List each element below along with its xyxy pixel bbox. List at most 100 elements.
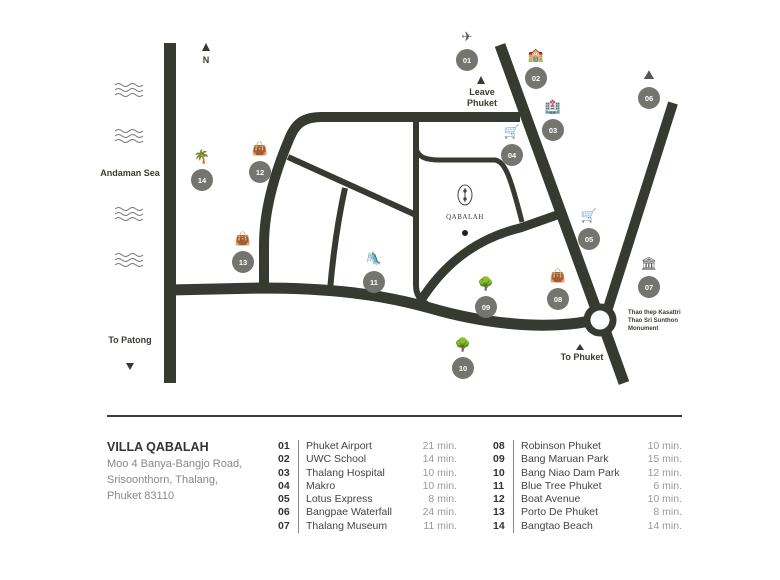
- legend-name: Robinson Phuket: [521, 440, 601, 452]
- road-inner-branch: [327, 187, 348, 291]
- sea-label: Andaman Sea: [100, 168, 160, 178]
- legend-separator: [298, 479, 299, 494]
- legend-number: 09: [493, 453, 505, 466]
- villa-address: Moo 4 Banya-Bangjo Road, Srisoonthorn, T…: [107, 456, 267, 504]
- legend-name: Thalang Museum: [306, 519, 388, 532]
- road-diagonal-south: [600, 331, 630, 385]
- legend-name: Bangpae Waterfall: [306, 506, 392, 519]
- villa-title: VILLA QABALAH: [107, 440, 209, 454]
- legend-separator: [513, 466, 514, 480]
- poi-marker-05[interactable]: 05: [578, 228, 600, 250]
- road-diagonal-north: [494, 43, 602, 311]
- shopping-bag-icon: 👜: [251, 141, 269, 156]
- poi-marker-01[interactable]: 01: [456, 49, 478, 71]
- legend-separator: [298, 493, 299, 507]
- poi-marker-14[interactable]: 14: [191, 169, 213, 191]
- legend-number: 02: [278, 453, 290, 466]
- villa-location-dot: [462, 230, 468, 236]
- legend-number: 03: [278, 466, 290, 479]
- monument-label: Thao thep Kasattri Thao Sri Sunthon Monu…: [628, 310, 681, 332]
- legend-item: 06 Bangpae Waterfall 24 min.: [278, 506, 457, 520]
- legend-item: 08 Robinson Phuket 10 min.: [493, 440, 682, 454]
- roundabout: [583, 303, 617, 337]
- park-icon: 🌳: [477, 276, 495, 291]
- legend-number: 05: [278, 493, 290, 506]
- legend-number: 04: [278, 479, 290, 492]
- legend-name: Bang Maruan Park: [521, 453, 609, 466]
- legend-time: 10 min.: [647, 440, 682, 452]
- legend-separator: [513, 440, 514, 454]
- shopping-cart-icon: 🛒: [580, 208, 598, 223]
- legend-separator: [513, 506, 514, 520]
- road-diagonal-northeast: [603, 101, 678, 310]
- poi-marker-04[interactable]: 04: [501, 144, 523, 166]
- legend-number: 13: [493, 506, 505, 519]
- poi-marker-11[interactable]: 11: [363, 271, 385, 293]
- poi-marker-06[interactable]: 06: [638, 87, 660, 109]
- airplane-icon: ✈: [461, 29, 473, 44]
- legend-separator: [513, 519, 514, 534]
- legend-time: 10 min.: [647, 493, 682, 506]
- legend-separator: [298, 453, 299, 467]
- leave-phuket-label: Leave Phuket: [466, 87, 497, 108]
- road-top-loop: [259, 112, 520, 290]
- patong-arrow-icon: [126, 363, 134, 370]
- legend-time: 6 min.: [653, 479, 682, 492]
- legend-separator: [298, 506, 299, 520]
- legend-name: Boat Avenue: [521, 493, 581, 506]
- legend-item: 14 Bangtao Beach 14 min.: [493, 519, 682, 534]
- legend-separator: [513, 479, 514, 494]
- address-line: Phuket 83110: [107, 490, 175, 502]
- north-label: N: [202, 55, 210, 65]
- legend-separator: [298, 440, 299, 454]
- shopping-bag-icon: 👜: [234, 231, 252, 246]
- poi-marker-02[interactable]: 02: [525, 67, 547, 89]
- sea-waves: [114, 83, 144, 267]
- legend-number: 12: [493, 493, 505, 506]
- legend-name: Makro: [306, 479, 336, 492]
- road-inner-vertical: [413, 117, 430, 308]
- legend-time: 14 min.: [647, 519, 682, 532]
- poi-marker-03[interactable]: 03: [542, 119, 564, 141]
- legend-time: 14 min.: [422, 453, 457, 466]
- legend-number: 08: [493, 440, 505, 452]
- legend-name: Porto De Phuket: [521, 506, 599, 519]
- poi-marker-13[interactable]: 13: [232, 251, 254, 273]
- poi-marker-08[interactable]: 08: [547, 288, 569, 310]
- legend-name: Phuket Airport: [306, 440, 372, 452]
- park-icon: 🌳: [454, 337, 472, 352]
- road-map: [114, 43, 678, 385]
- legend-number: 07: [278, 519, 290, 532]
- legend-number: 14: [493, 519, 505, 532]
- to-patong-label: To Patong: [108, 335, 152, 345]
- legend-time: 24 min.: [422, 506, 457, 519]
- poi-marker-09[interactable]: 09: [475, 296, 497, 318]
- hospital-icon: 🏥: [544, 99, 562, 114]
- legend-time: 12 min.: [647, 466, 682, 479]
- to-phuket-label: To Phuket: [560, 352, 604, 362]
- legend-name: UWC School: [306, 453, 367, 466]
- section-divider: [107, 415, 682, 417]
- road-curve-east: [416, 210, 559, 305]
- poi-marker-07[interactable]: 07: [638, 276, 660, 298]
- legend-name: Bangtao Beach: [521, 519, 593, 532]
- legend-name: Lotus Express: [306, 493, 373, 506]
- legend-separator: [298, 466, 299, 480]
- school-icon: 🏫: [527, 47, 545, 62]
- legend-time: 8 min.: [428, 493, 457, 506]
- legend-time: 10 min.: [422, 466, 457, 479]
- waterfall-icon: ⛰: [643, 67, 655, 82]
- poi-marker-12[interactable]: 12: [249, 161, 271, 183]
- legend-number: 06: [278, 506, 290, 519]
- legend-name: Bang Niao Dam Park: [521, 466, 620, 479]
- poi-marker-10[interactable]: 10: [452, 357, 474, 379]
- logo-text: QABALAH: [446, 213, 484, 221]
- road-inner-diagonal: [286, 154, 418, 218]
- legend-number: 11: [493, 479, 505, 492]
